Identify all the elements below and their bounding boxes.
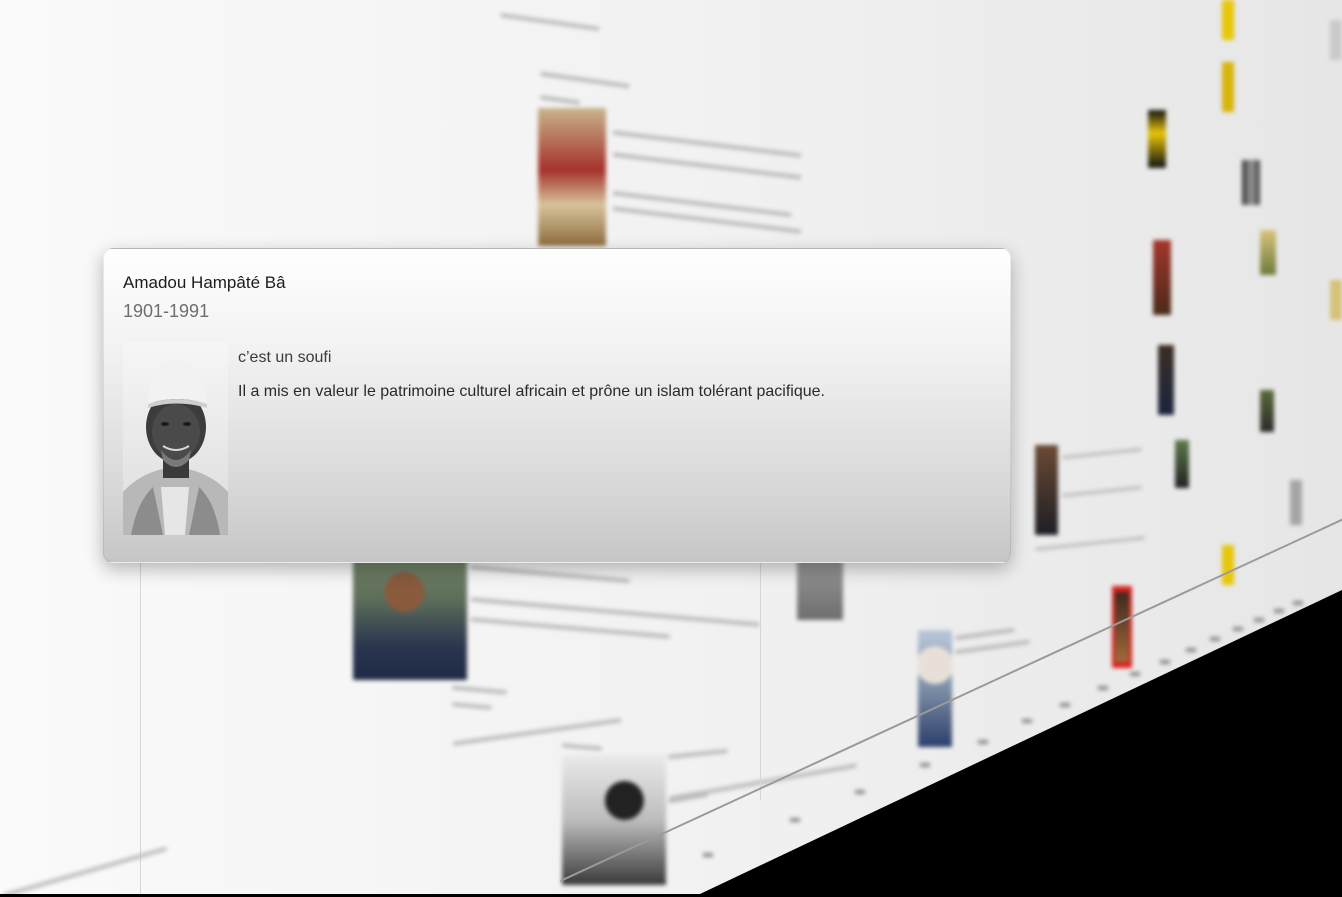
yellow-book-thumbnail-2[interactable] xyxy=(1222,62,1234,112)
landscape-thumbnail[interactable] xyxy=(1260,230,1276,275)
person-dates: 1901-1991 xyxy=(123,301,210,321)
popup-description: Il a mis en valeur le patrimoine culture… xyxy=(238,383,825,400)
portrait-photo xyxy=(123,342,228,535)
person-name: Amadou Hampâté Bâ xyxy=(123,273,286,292)
newspaper-thumbnail[interactable] xyxy=(538,108,606,246)
bw-photo-thumbnail[interactable] xyxy=(562,755,666,885)
person-popup-card[interactable]: Amadou Hampâté Bâ 1901-1991 xyxy=(103,248,1011,563)
yellow-thumbnail-right[interactable] xyxy=(1222,545,1234,585)
greyscale-thumbnail[interactable] xyxy=(1242,160,1260,205)
elder-portrait-thumbnail[interactable] xyxy=(918,630,952,747)
popup-subtitle: c’est un soufi xyxy=(238,349,332,366)
dark-portrait-thumbnail[interactable] xyxy=(1158,345,1174,415)
portrait-thumbnail[interactable] xyxy=(353,545,467,680)
map-africa-thumbnail[interactable] xyxy=(1148,110,1166,168)
yellow-book-thumbnail[interactable] xyxy=(1222,0,1234,40)
red-portrait-thumbnail[interactable] xyxy=(1153,240,1171,315)
portrait-thumbnail-right[interactable] xyxy=(1035,445,1058,535)
